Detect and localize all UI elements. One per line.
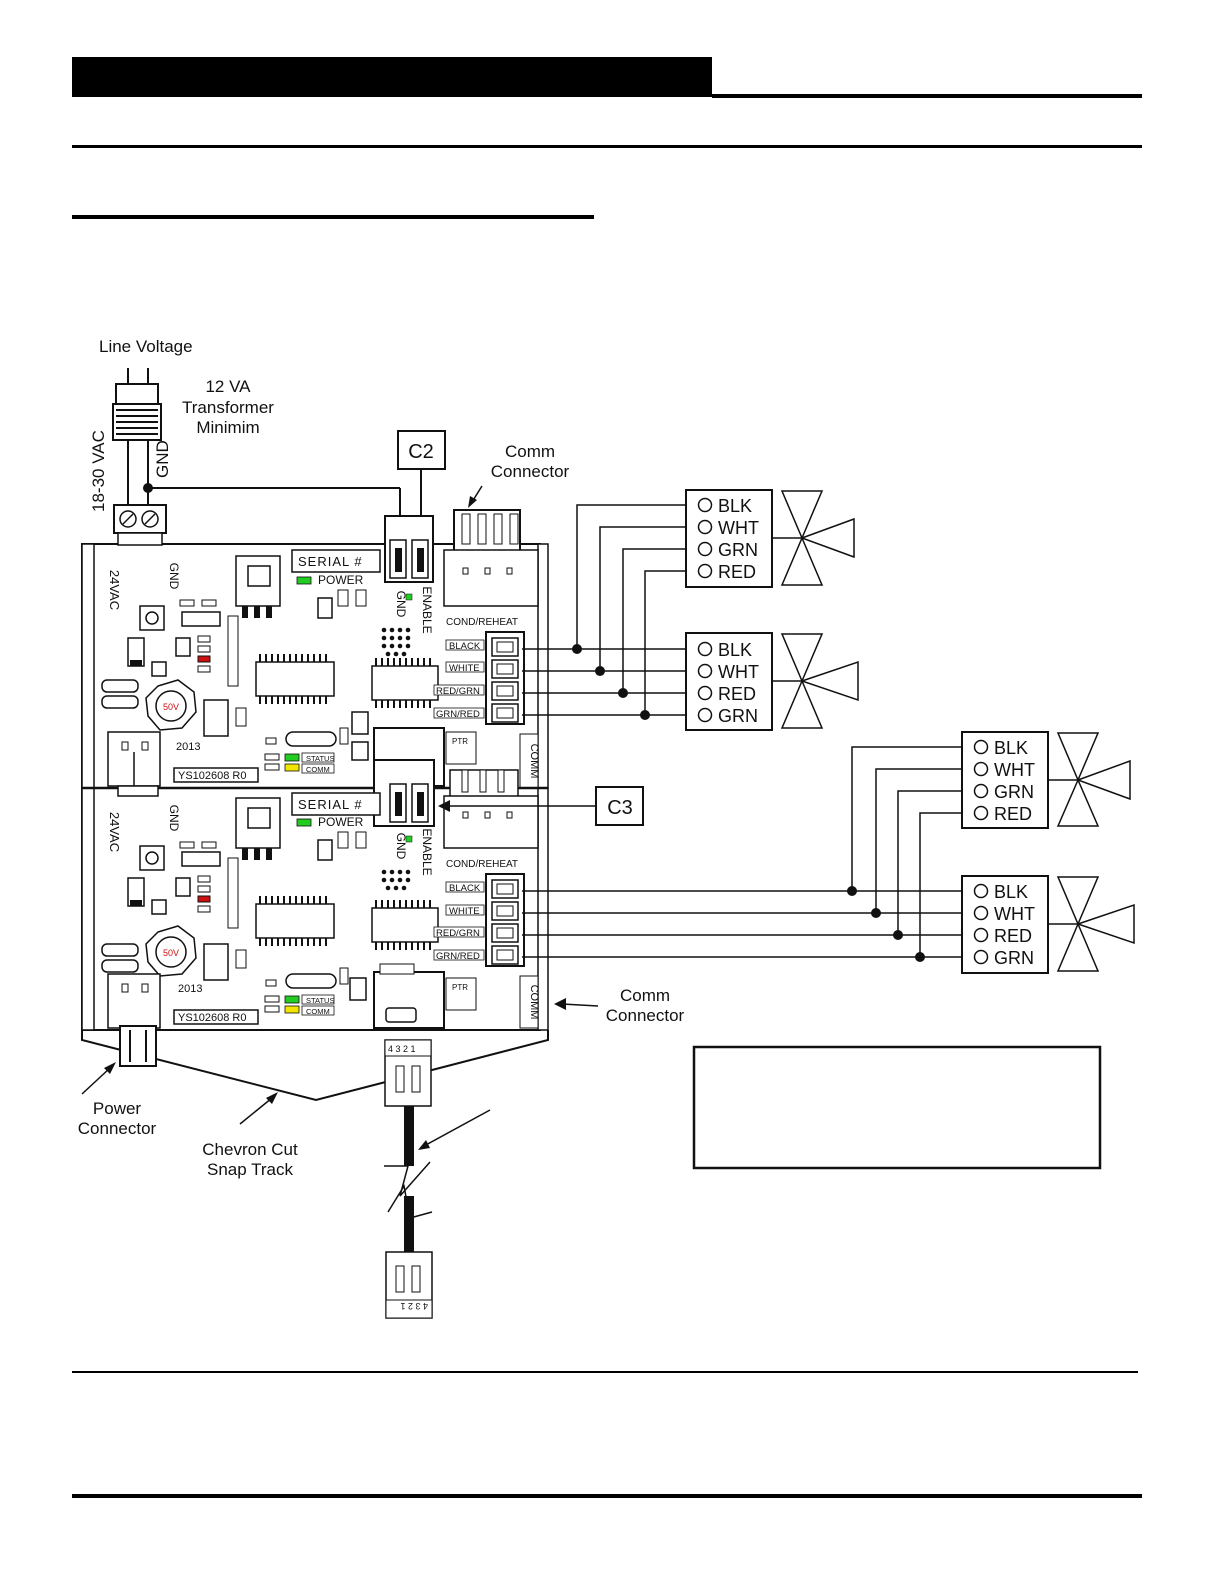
power-arrow-icon [81,1062,116,1095]
chevron-label-1: Chevron Cut [202,1140,298,1159]
board2-black: BLACK [449,883,481,894]
valve-1: BLK WHT GRN RED [685,489,855,588]
valve2-pin-3: RED [718,684,756,704]
board2-24vac: 24VAC [107,812,122,852]
c2-label: C2 [408,441,434,463]
board2-white: WHITE [449,906,480,917]
heading-underline [72,215,594,219]
board2-power: POWER [318,815,364,829]
board1-part: YS102608 R0 [178,770,247,782]
board-1: 24VAC GND GND ENABLE SERIAL # POWER [81,504,549,789]
gnd-junction [143,483,153,493]
board2-enable: ENABLE [420,828,434,875]
board1-year: 2013 [176,741,200,753]
comm-bottom-arrow-icon [554,998,599,1010]
board1-black: BLACK [449,641,481,652]
vac-label: 18-30 VAC [89,430,108,512]
board2-ptr: PTR [452,983,468,992]
plug-bottom-pins: 4 3 2 1 [400,1301,428,1311]
board1-serial: SERIAL # [298,554,363,569]
board1-comm: COMM [528,744,540,779]
wire-junctions [572,644,925,962]
valve1-pin-1: BLK [718,496,752,516]
header-rule [712,94,1142,98]
valve1-pin-4: RED [718,562,756,582]
c3-arrow-icon [438,800,596,812]
chevron-label-2: Snap Track [207,1160,293,1179]
power-label-2: Connector [78,1119,157,1138]
chevron-arrow-icon [239,1092,278,1125]
valve2-pin-2: WHT [718,662,759,682]
footer-thin-rule [72,1371,1138,1373]
board2-serial: SERIAL # [298,797,363,812]
chevron-snap-track [81,1025,549,1102]
valve1-pin-2: WHT [718,518,759,538]
transformer-label-1: 12 VA [205,377,251,396]
comm-cable [384,1039,491,1319]
board1-ptr: PTR [452,737,468,746]
board1-power: POWER [318,573,364,587]
board1-comm-led: COMM [306,765,330,774]
note-box [692,1045,1102,1170]
board2-comm: COMM [528,985,540,1020]
board1-cap-label: 50V [163,702,179,712]
board1-24vac: 24VAC [107,570,122,610]
board-2: 24VAC GND GND ENABLE SERIAL # POWER [81,759,549,1031]
valve3-pin-4: RED [994,804,1032,824]
valve-4: BLK WHT RED GRN [961,875,1135,974]
board2-tb-gnd: GND [167,805,181,832]
valve4-pin-1: BLK [994,882,1028,902]
footer-rule [72,1494,1142,1498]
comm-top-arrow-icon [468,485,483,508]
c2-box [397,430,446,470]
valve2-pin-4: GRN [718,706,758,726]
board1-cond: COND/REHEAT [446,617,518,628]
header-bar [72,57,712,97]
comm-bottom-label-2: Connector [606,1006,685,1025]
c3-label: C3 [607,797,633,819]
plug-top-pins: 4 3 2 1 [388,1044,416,1054]
valve3-pin-3: GRN [994,782,1034,802]
valve4-pin-2: WHT [994,904,1035,924]
board2-cap-label: 50V [163,948,179,958]
valve-3: BLK WHT GRN RED [961,731,1131,829]
transformer-label-2: Transformer [182,398,274,417]
board2-year: 2013 [178,983,202,995]
transformer [112,368,422,540]
board1-status: STATUS [306,754,334,763]
gnd-label: GND [153,440,172,478]
board1-redgrn: RED/GRN [436,686,480,697]
transformer-label-3: Minimim [196,418,259,437]
board2-gnd: GND [394,833,408,860]
valve2-pin-1: BLK [718,640,752,660]
valve4-pin-3: RED [994,926,1032,946]
comm-top-label-1: Comm [505,442,555,461]
board1-white: WHITE [449,663,480,674]
board1-enable: ENABLE [420,586,434,633]
line-voltage-label: Line Voltage [99,337,193,356]
board1-tb-gnd: GND [167,563,181,590]
valve-2: BLK WHT RED GRN [685,632,859,731]
wiring-lines [522,504,973,958]
comm-top-label-2: Connector [491,462,570,481]
board2-cond: COND/REHEAT [446,859,518,870]
valve4-pin-4: GRN [994,948,1034,968]
board2-status: STATUS [306,996,334,1005]
board1-grnred: GRN/RED [436,709,480,720]
power-label-1: Power [93,1099,142,1118]
board2-redgrn: RED/GRN [436,928,480,939]
valve3-pin-1: BLK [994,738,1028,758]
valve1-pin-3: GRN [718,540,758,560]
valve3-pin-2: WHT [994,760,1035,780]
comm-bottom-label-1: Comm [620,986,670,1005]
board2-grnred: GRN/RED [436,951,480,962]
board2-part: YS102608 R0 [178,1012,247,1024]
board2-comm-led: COMM [306,1007,330,1016]
board1-gnd: GND [394,591,408,618]
section-rule [72,145,1142,148]
